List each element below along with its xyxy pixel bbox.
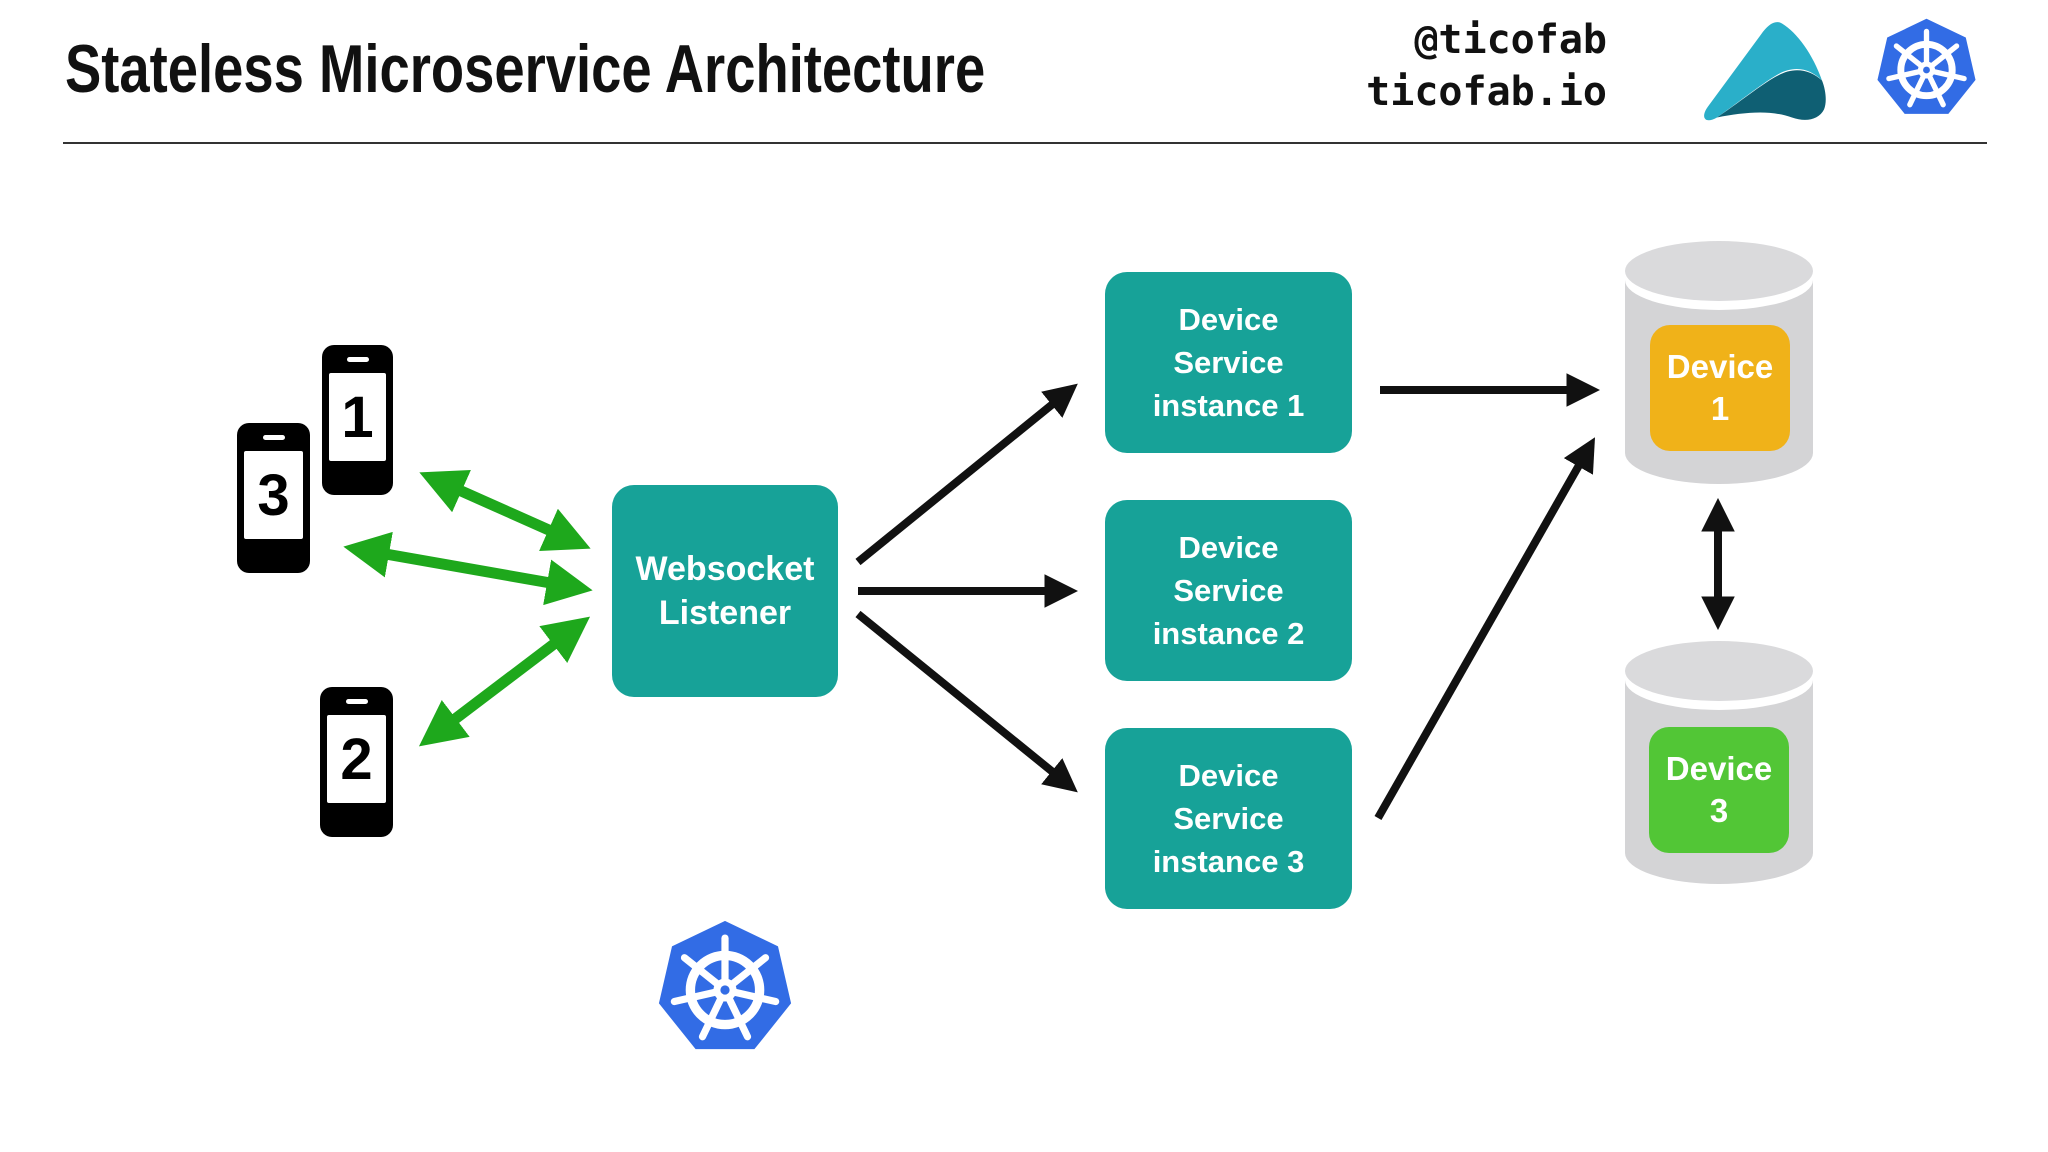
phone-chin <box>322 461 393 495</box>
arrow-phone3-listener <box>343 531 593 606</box>
author-handle: @ticofab ticofab.io <box>1366 14 1607 118</box>
speaker-slit-icon <box>346 356 369 362</box>
twitter-handle: @ticofab <box>1414 17 1607 63</box>
phone-3-label: 3 <box>257 462 290 528</box>
phone-1-label: 1 <box>341 384 374 450</box>
page-title: Stateless Microservice Architecture <box>65 31 986 107</box>
device-3-label: Device 3 <box>1665 750 1773 829</box>
phone-3: 3 <box>237 423 310 573</box>
phone-1-screen: 1 <box>329 373 386 461</box>
akka-logo-icon <box>1704 22 1826 121</box>
phone-chin <box>320 803 393 837</box>
device-1-box: Device 1 <box>1650 325 1790 451</box>
device-service-instance-2-box: Device Service instance 2 <box>1105 500 1352 681</box>
phone-1: 1 <box>322 345 393 495</box>
phone-chin <box>237 539 310 573</box>
websocket-listener-box: Websocket Listener <box>612 485 838 697</box>
arrow-phone1-listener <box>419 470 591 551</box>
instance-1-label: Device Service instance 1 <box>1152 302 1305 423</box>
websocket-listener-label: Websocket Listener <box>635 550 815 632</box>
speaker-slit-icon <box>345 698 368 704</box>
kubernetes-logo-icon <box>1875 16 1978 117</box>
device-3-box: Device 3 <box>1649 727 1789 853</box>
speaker-slit-icon <box>262 434 285 440</box>
phone-2: 2 <box>320 687 393 837</box>
phone-speaker <box>237 423 310 451</box>
header-divider <box>63 142 1987 144</box>
arrow-listener-instance3 <box>855 610 1078 793</box>
instance-3-label: Device Service instance 3 <box>1152 758 1305 879</box>
device-1-label: Device 1 <box>1666 348 1774 427</box>
device-service-instance-1-box: Device Service instance 1 <box>1105 272 1352 453</box>
phone-2-screen: 2 <box>327 715 386 803</box>
kubernetes-logo-icon <box>655 917 795 1053</box>
device-service-instance-3-box: Device Service instance 3 <box>1105 728 1352 909</box>
phone-2-label: 2 <box>340 726 373 792</box>
phone-3-screen: 3 <box>244 451 303 539</box>
phone-speaker <box>322 345 393 373</box>
phone-speaker <box>320 687 393 715</box>
arrow-phone2-listener <box>418 616 591 747</box>
instance-2-label: Device Service instance 2 <box>1152 530 1305 651</box>
arrow-listener-instance1 <box>855 383 1078 566</box>
arrow-instance3-device1 <box>1374 437 1595 820</box>
website-url: ticofab.io <box>1366 69 1607 115</box>
